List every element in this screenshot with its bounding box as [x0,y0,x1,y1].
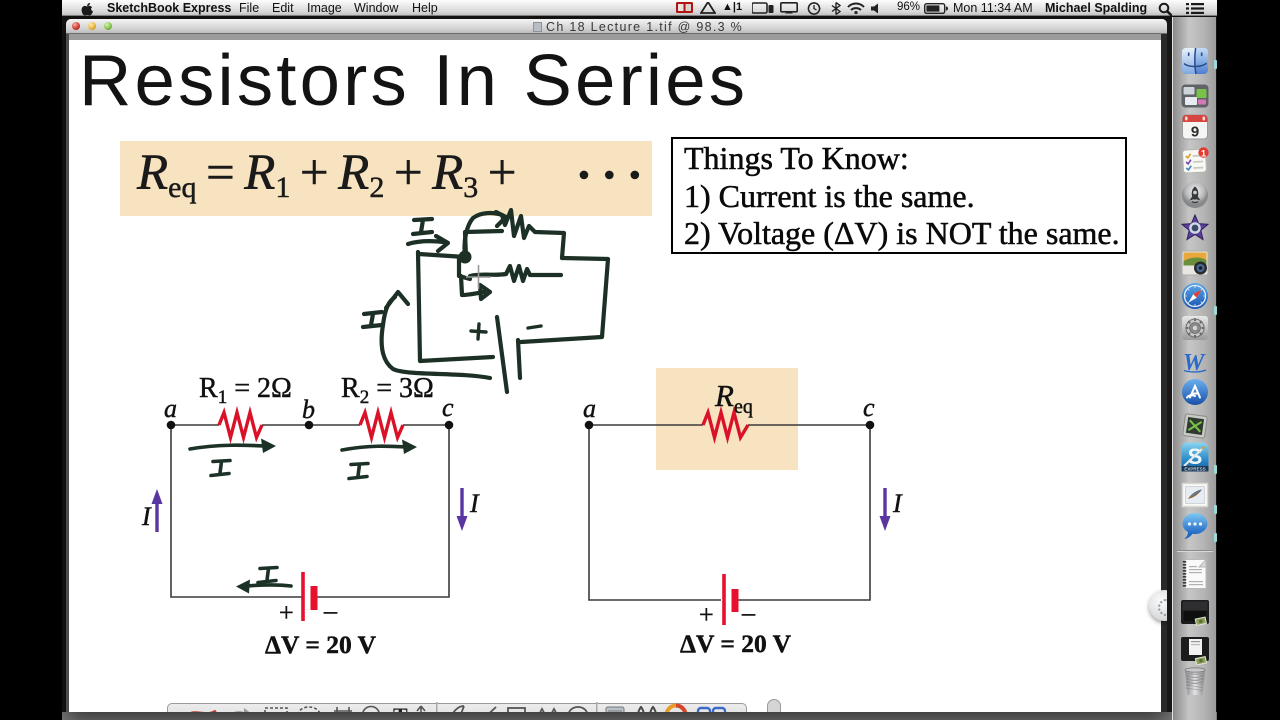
svg-text:–: – [323,596,338,625]
svg-text:c: c [442,393,454,422]
svg-text:I: I [141,502,152,531]
svg-text:1: 1 [1201,148,1207,159]
svg-text:+: + [699,600,714,629]
svg-text:ΔV = 20 V: ΔV = 20 V [680,629,792,658]
svg-text:EXPRESS: EXPRESS [1184,467,1205,472]
svg-text:I: I [892,489,903,518]
svg-text:R2 = 3Ω: R2 = 3Ω [341,373,434,408]
svg-text:T: T [393,703,408,712]
svg-text:a: a [583,394,596,423]
svg-text:Req: Req [714,378,753,418]
svg-text:b: b [302,395,315,424]
svg-text:W: W [1183,350,1206,375]
svg-text:a: a [164,394,177,423]
svg-text:c: c [863,393,875,422]
svg-text:+: + [279,598,294,627]
svg-text:ΔV = 20 V: ΔV = 20 V [265,630,377,659]
svg-text:–: – [741,598,756,627]
svg-text:R1 = 2Ω: R1 = 2Ω [199,373,292,408]
svg-text:9: 9 [1191,124,1199,141]
svg-text:I: I [469,489,480,518]
